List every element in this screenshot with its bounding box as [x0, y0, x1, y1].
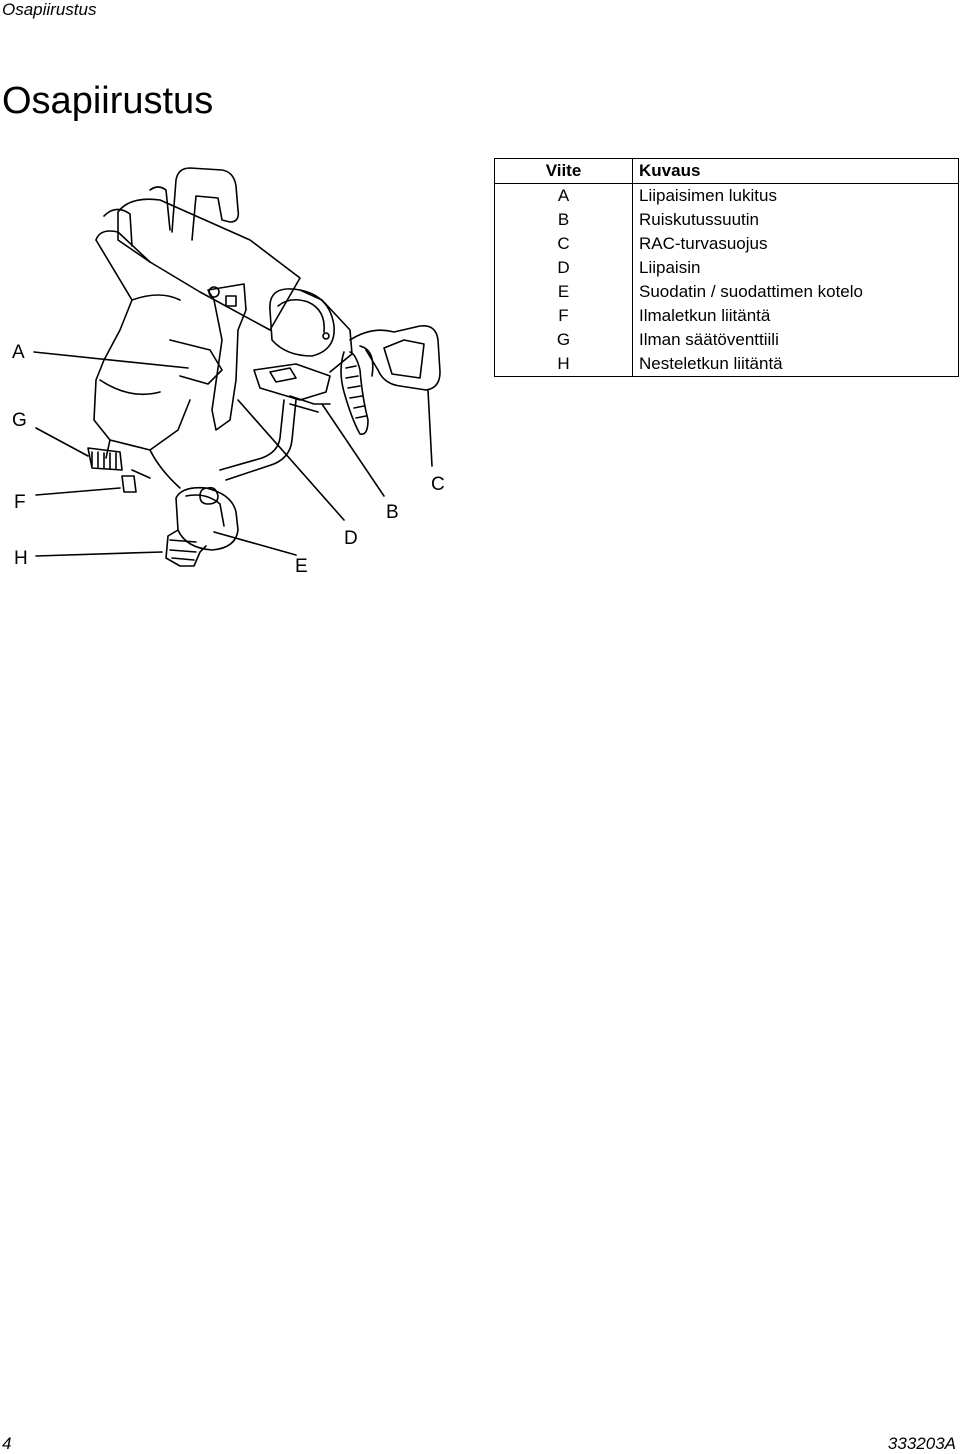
table-row: A Liipaisimen lukitus — [494, 183, 959, 208]
callout-h: H — [14, 548, 28, 569]
ref-cell: E — [494, 280, 633, 304]
page-title: Osapiirustus — [2, 80, 214, 122]
ref-cell: G — [494, 328, 633, 352]
table-row: B Ruiskutussuutin — [494, 208, 959, 232]
document-number: 333203A — [887, 1434, 956, 1453]
table-header-row: Viite Kuvaus — [494, 158, 959, 184]
callout-c: C — [431, 474, 445, 495]
description-cell: Liipaisin — [632, 256, 959, 280]
table-row: F Ilmaletkun liitäntä — [494, 304, 959, 328]
ref-cell: H — [494, 352, 633, 377]
callout-f: F — [14, 492, 26, 513]
table-row: D Liipaisin — [494, 256, 959, 280]
description-cell: Nesteletkun liitäntä — [632, 352, 959, 377]
column-header-ref: Viite — [494, 158, 633, 184]
spray-gun-illustration — [33, 167, 441, 567]
description-cell: Suodatin / suodattimen kotelo — [632, 280, 959, 304]
callout-g: G — [12, 410, 27, 431]
ref-cell: F — [494, 304, 633, 328]
description-cell: Ilman säätöventtiili — [632, 328, 959, 352]
callout-a: A — [12, 342, 25, 363]
running-header: Osapiirustus — [2, 0, 97, 19]
table-row: H Nesteletkun liitäntä — [494, 352, 959, 377]
description-cell: Ruiskutussuutin — [632, 208, 959, 232]
ref-cell: D — [494, 256, 633, 280]
description-cell: Liipaisimen lukitus — [632, 183, 959, 208]
table-row: C RAC-turvasuojus — [494, 232, 959, 256]
table-row: G Ilman säätöventtiili — [494, 328, 959, 352]
page-number: 4 — [2, 1434, 12, 1453]
parts-table: Viite Kuvaus A Liipaisimen lukitus B Rui… — [494, 158, 959, 377]
ref-cell: C — [494, 232, 633, 256]
ref-cell: A — [494, 183, 633, 208]
description-cell: RAC-turvasuojus — [632, 232, 959, 256]
column-header-description: Kuvaus — [632, 158, 959, 184]
callout-b: B — [386, 502, 399, 523]
ref-cell: B — [494, 208, 633, 232]
table-row: E Suodatin / suodattimen kotelo — [494, 280, 959, 304]
callout-d: D — [344, 528, 358, 549]
description-cell: Ilmaletkun liitäntä — [632, 304, 959, 328]
callout-e: E — [295, 556, 308, 577]
